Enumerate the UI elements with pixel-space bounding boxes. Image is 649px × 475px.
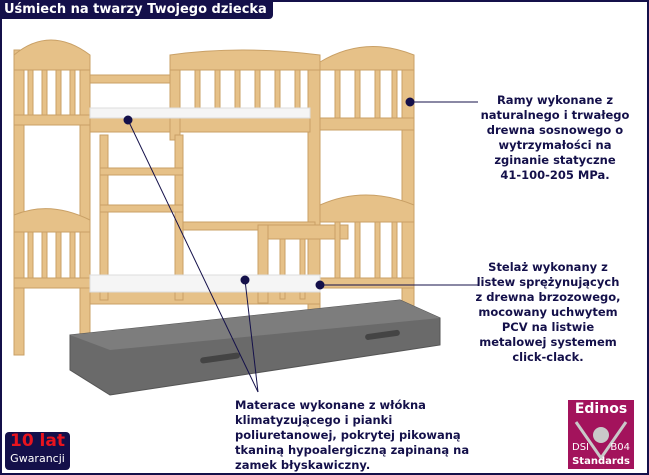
callout-line: mocowany uchwytem	[478, 305, 618, 319]
slats-callout: Stelaż wykonany z listew sprężynujących …	[468, 260, 628, 365]
warranty-badge: 10 lat Gwarancji	[5, 432, 70, 470]
badge-number: B04	[610, 442, 630, 453]
callout-line: click-clack.	[512, 350, 584, 364]
checkmark-logo-icon	[574, 421, 628, 461]
callout-line: zamek błyskawiczny.	[235, 458, 371, 472]
headline-banner: Uśmiech na twarzy Twojego dziecka	[0, 0, 273, 19]
callout-line: PCV na listwie	[501, 320, 595, 334]
callout-line: poliuretanowej, pokrytej pikowaną	[235, 428, 461, 442]
callout-line: listew sprężynujących	[476, 275, 620, 289]
callout-line: metalowej systemem	[479, 335, 617, 349]
badge-label: Standards	[572, 456, 630, 467]
badge-dsi: DSI	[572, 442, 589, 453]
callout-line: tkaniną hypoalergiczną zapinaną na	[235, 443, 470, 457]
callout-line: naturalnego i trwałego	[480, 108, 630, 122]
edinos-standards-badge: Edinos DSI B04 Standards	[568, 400, 634, 469]
warranty-years: 10 lat	[9, 431, 65, 451]
frame-callout: Ramy wykonane z naturalnego i trwałego d…	[470, 93, 640, 183]
callout-line: Materace wykonane z włókna	[235, 398, 426, 412]
warranty-label: Gwarancji	[10, 452, 65, 465]
callout-line: klimatyzującego i pianki	[235, 413, 393, 427]
callout-line: zginanie statyczne	[494, 153, 616, 167]
callout-line: wytrzymałości na	[498, 138, 612, 152]
callout-line: drewna sosnowego o	[486, 123, 624, 137]
callout-line: Stelaż wykonany z	[488, 260, 608, 274]
badge-brand: Edinos	[574, 401, 628, 417]
callout-line: 41-100-205 MPa.	[500, 168, 610, 182]
callout-line: z drewna brzozowego,	[475, 290, 621, 304]
mattress-callout: Materace wykonane z włókna klimatyzujące…	[235, 398, 495, 473]
callout-line: Ramy wykonane z	[496, 93, 614, 107]
